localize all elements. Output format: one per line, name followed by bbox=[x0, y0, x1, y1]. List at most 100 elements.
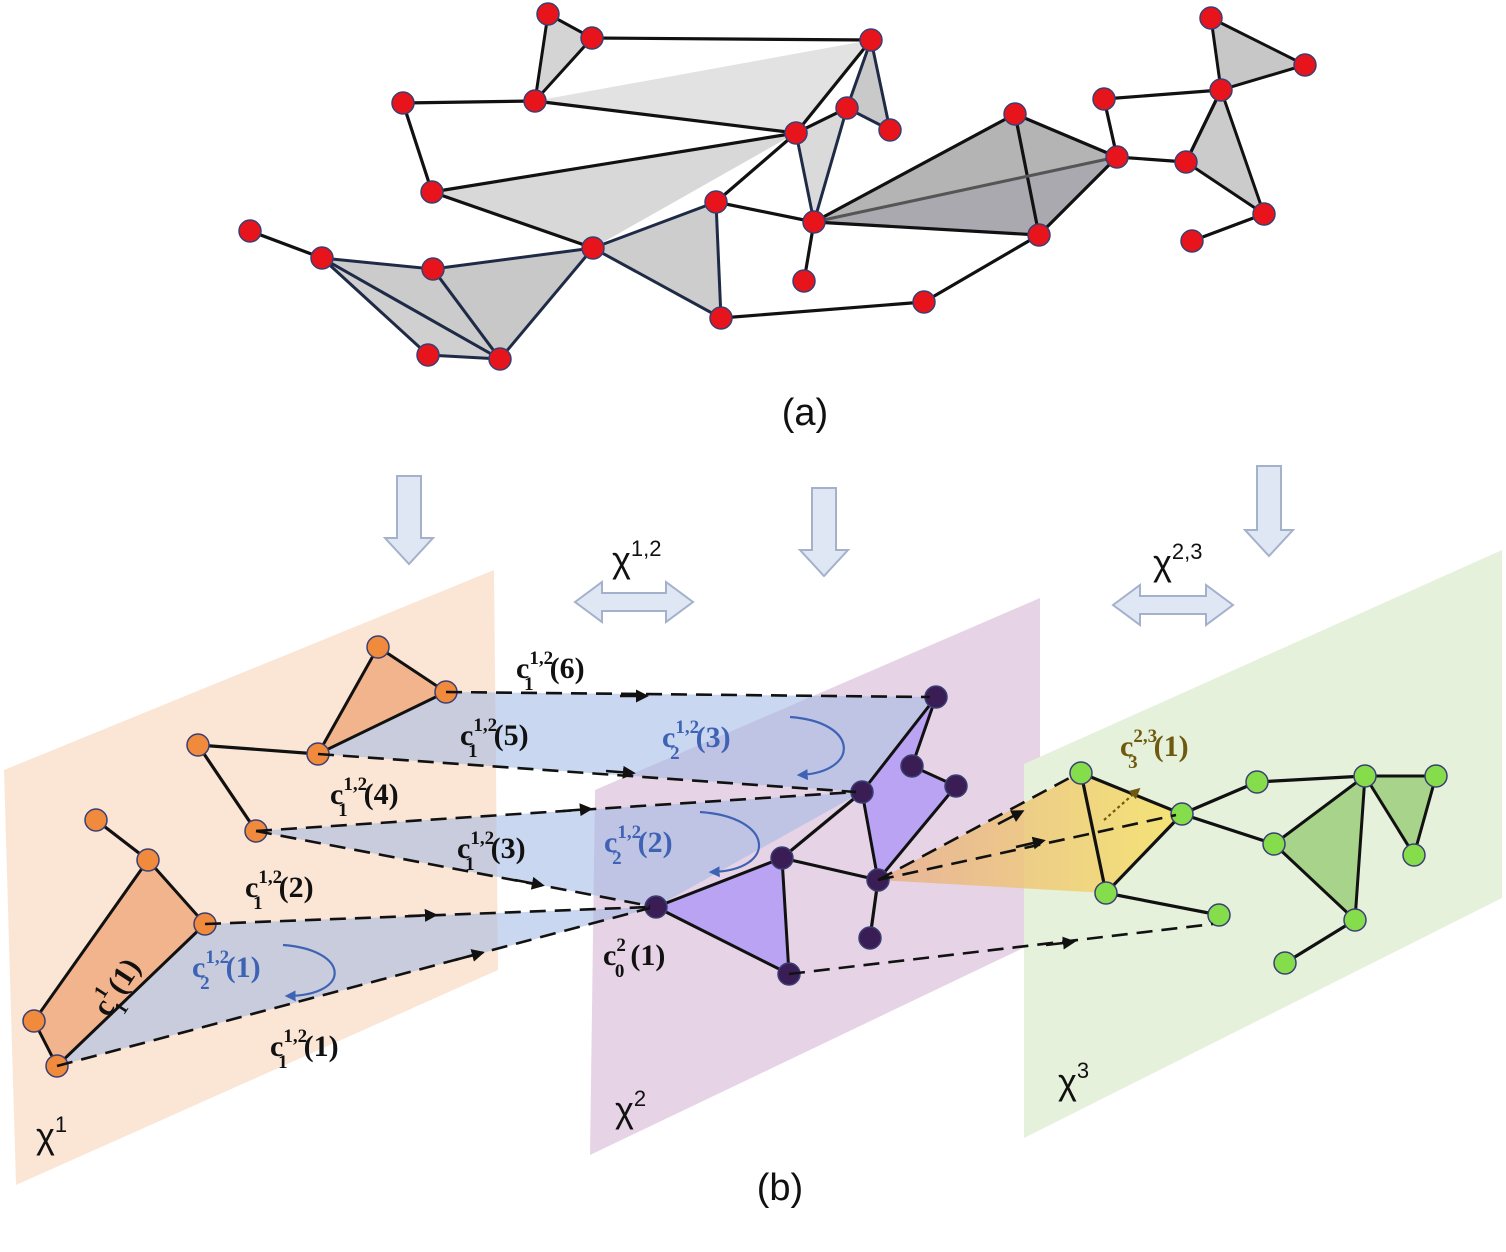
node bbox=[421, 257, 445, 281]
tri-orange-top bbox=[314, 644, 450, 758]
plane-label-1: χ1 bbox=[36, 1112, 67, 1156]
caption-a: (a) bbox=[782, 392, 828, 434]
orientation-arrows bbox=[282, 715, 1141, 1002]
node bbox=[488, 347, 512, 371]
node bbox=[1402, 843, 1426, 867]
node bbox=[186, 733, 210, 757]
tri-a-1 bbox=[532, 11, 595, 106]
node bbox=[238, 219, 262, 243]
cross-tri-3 bbox=[318, 692, 936, 792]
cross-edges bbox=[56, 689, 1214, 1068]
node bbox=[416, 343, 440, 367]
node bbox=[644, 895, 668, 919]
node bbox=[858, 926, 882, 950]
tri-a-2 bbox=[535, 40, 871, 133]
node bbox=[1273, 951, 1297, 975]
orientation-arrow-2 bbox=[699, 810, 760, 878]
tri-a-7 bbox=[430, 246, 597, 362]
node bbox=[1252, 202, 1276, 226]
node bbox=[784, 121, 808, 145]
node bbox=[944, 774, 968, 798]
tri-a-4 bbox=[432, 133, 796, 248]
tri-green-1 bbox=[1271, 772, 1367, 924]
node bbox=[1174, 150, 1198, 174]
node bbox=[900, 754, 924, 778]
down-arrow-left bbox=[382, 475, 436, 566]
orientation-arrow-3 bbox=[789, 715, 845, 781]
node bbox=[580, 26, 604, 50]
relation-label-23: χ2,3 bbox=[1153, 539, 1203, 583]
node bbox=[878, 118, 902, 142]
cross-tri-2 bbox=[256, 792, 862, 907]
node bbox=[1092, 87, 1116, 111]
tri-a-11 bbox=[814, 157, 1117, 235]
tri-purple-2 bbox=[860, 696, 959, 884]
node bbox=[1343, 908, 1367, 932]
node bbox=[22, 1009, 46, 1033]
node bbox=[391, 91, 415, 115]
node bbox=[1245, 770, 1269, 794]
node bbox=[1424, 764, 1448, 788]
tri-a-13 bbox=[1184, 86, 1267, 218]
plane-label-2: χ2 bbox=[615, 1086, 646, 1130]
node bbox=[1003, 102, 1027, 126]
relation-label-12: χ1,2 bbox=[612, 536, 662, 580]
double-arrow-12 bbox=[573, 580, 695, 624]
orientation-arrow-23 bbox=[1103, 787, 1141, 821]
caption-b: (b) bbox=[757, 1167, 803, 1209]
tri-a-8 bbox=[320, 256, 501, 361]
node bbox=[835, 96, 859, 120]
panel-a-nodes bbox=[238, 2, 1317, 371]
panel-a-edges bbox=[249, 36, 1265, 320]
graph-plane-3 bbox=[1069, 761, 1448, 975]
node bbox=[84, 808, 108, 832]
node bbox=[1207, 903, 1231, 927]
node bbox=[366, 635, 390, 659]
down-arrow-right bbox=[1242, 465, 1296, 558]
node bbox=[802, 210, 826, 234]
node bbox=[704, 190, 728, 214]
node bbox=[420, 180, 444, 204]
plane-2 bbox=[590, 598, 1040, 1155]
node bbox=[1170, 802, 1194, 826]
node bbox=[1180, 229, 1204, 253]
tri-purple-1 bbox=[652, 855, 791, 977]
node bbox=[536, 2, 560, 26]
node bbox=[1094, 881, 1118, 905]
node bbox=[859, 28, 883, 52]
node bbox=[581, 236, 605, 260]
tri-a-5 bbox=[589, 199, 723, 321]
node bbox=[709, 306, 733, 330]
panel-a-graph bbox=[238, 2, 1317, 371]
tri-green-2 bbox=[1362, 774, 1438, 859]
node bbox=[310, 246, 334, 270]
node bbox=[1069, 761, 1093, 785]
node bbox=[1293, 53, 1317, 77]
down-arrow-middle bbox=[797, 487, 851, 578]
node bbox=[1209, 78, 1233, 102]
tri-a-10 bbox=[814, 114, 1117, 222]
graph-plane-2 bbox=[644, 685, 968, 986]
node bbox=[136, 848, 160, 872]
node bbox=[523, 89, 547, 113]
tri-a-12 bbox=[1209, 15, 1310, 92]
node bbox=[1262, 832, 1286, 856]
node bbox=[1199, 6, 1223, 30]
node bbox=[1027, 223, 1051, 247]
node bbox=[912, 290, 936, 314]
plane-label-3: χ3 bbox=[1058, 1058, 1089, 1102]
double-arrow-23 bbox=[1111, 583, 1235, 627]
node bbox=[1353, 764, 1377, 788]
